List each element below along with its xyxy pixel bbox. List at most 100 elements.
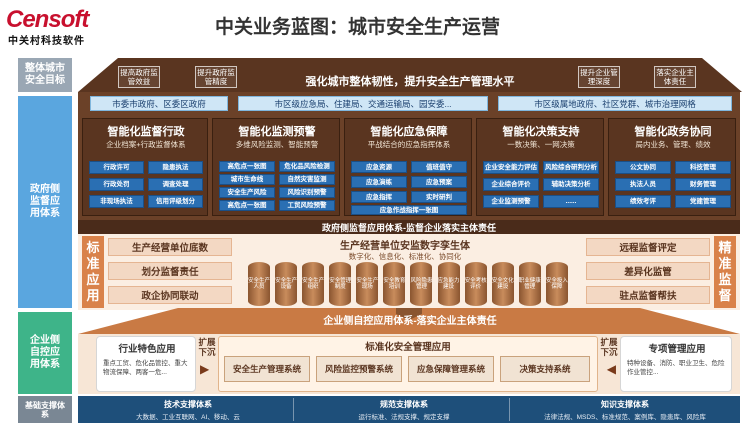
cell-emergency-command[interactable]: 应急指挥	[351, 191, 407, 203]
cell-emergency-drill[interactable]: 应急演练	[351, 176, 407, 188]
cell-natural-disaster[interactable]: 自然灾害监测	[279, 174, 335, 185]
drum: 职业健康管理	[518, 262, 541, 306]
roof-cap-left-1: 提高政府监管效益	[118, 66, 160, 88]
card-title: 智能化决策支持	[502, 126, 580, 138]
gov-box-agencies: 市区级应急局、住建局、交通运输局、园安委...	[238, 96, 488, 111]
cell-duty-watch[interactable]: 值班值守	[411, 161, 467, 173]
cell-tech-management[interactable]: 科技管理	[675, 161, 731, 174]
cell-command-map[interactable]: 应急作战指挥一张图	[351, 205, 467, 215]
cell-decision-analysis[interactable]: 辅助决策分析	[543, 178, 599, 191]
bottom-title: 技术支撑体系	[164, 400, 212, 409]
special-card: 专项管理应用 特种设备、消防、职业卫生、危险作业管控...	[620, 336, 732, 392]
cell-document-collab[interactable]: 公文协同	[615, 161, 671, 174]
label-gov-supervision: 政府侧监督应用体系	[18, 96, 72, 308]
cell-admin-license[interactable]: 行政许可	[89, 161, 144, 174]
drum: 安全投入保障	[545, 262, 568, 306]
drum: 安全教育培训	[383, 262, 405, 306]
cell-emergency-resources[interactable]: 应急资源	[351, 161, 407, 173]
card-subtitle: 企业档案+行政监督体系	[106, 140, 186, 149]
standard-title: 标准化安全管理应用	[365, 342, 451, 353]
pill-gov-enterprise-linkage[interactable]: 政企协同联动	[108, 286, 232, 304]
roof-slogan: 强化城市整体韧性，提升安全生产管理水平	[305, 76, 515, 88]
cell-emergency-plan[interactable]: 应急预案	[411, 176, 467, 188]
cell-industrial-warning[interactable]: 工贸风险预警	[279, 200, 335, 211]
label-text: 整体城市安全目标	[25, 63, 65, 86]
drum: 安全生产现场	[356, 262, 378, 306]
cell-risk-warning[interactable]: 风险识别预警	[279, 187, 335, 198]
std-box-emergency-management[interactable]: 应急保障管理系统	[408, 356, 494, 382]
pill-unit-base[interactable]: 生产经营单位底数	[108, 238, 232, 256]
cell-finance-management[interactable]: 财务管理	[675, 178, 731, 191]
label-city-safety-goal: 整体城市安全目标	[18, 58, 72, 92]
cell-city-lifeline[interactable]: 城市生命线	[219, 174, 275, 185]
cell-hazard-enforcement[interactable]: 隐患执法	[148, 161, 203, 174]
drum: 安全管理制度	[329, 262, 351, 306]
drum: 安全生产人员	[248, 262, 270, 306]
card-subtitle: 一数决策、一网决策	[507, 140, 575, 149]
card-subtitle: 多维风险监测、智能预警	[235, 140, 319, 149]
roof-cap-left-2: 提升政府监管精度	[195, 66, 237, 88]
cell-risk-analysis[interactable]: 风险综合研判分析	[543, 161, 599, 174]
cell-investigation[interactable]: 调查处理	[148, 178, 203, 191]
enterprise-arrow-platform	[78, 308, 740, 334]
gov-box-grassroots: 市区级属地政府、社区党群、城市治理网格	[498, 96, 732, 111]
bottom-items: 大数据、工业互联网、AI、移动、云	[136, 414, 240, 421]
label-enterprise-control: 企业侧自控应用体系	[18, 312, 72, 394]
industry-text: 重点工贸、危化品管控、重大物流保障、两客一危...	[103, 360, 188, 376]
cell-capability-assessment[interactable]: 企业安全能力评估	[483, 161, 539, 174]
bottom-title: 规范支撑体系	[380, 400, 428, 409]
std-box-risk-monitoring[interactable]: 风险监控预警系统	[316, 356, 402, 382]
card-title: 智能化应急保障	[370, 126, 448, 138]
roof-cap-right-2: 落实企业主体责任	[654, 66, 696, 88]
card-subtitle: 局内业务、管理、绩效	[635, 140, 711, 149]
cell-hazard-map[interactable]: 高危点一张图	[219, 161, 275, 172]
gov-supervision-band: 政府侧监督应用体系-监督企业落实主体责任	[78, 220, 740, 234]
label-base-support: 基础支撑体系	[18, 396, 72, 423]
bottom-support-bar	[78, 396, 740, 423]
pill-supervision-duty[interactable]: 划分监督责任	[108, 262, 232, 280]
special-text: 特种设备、消防、职业卫生、危险作业管控...	[627, 360, 725, 376]
cell-enforcement-staff[interactable]: 执法人员	[615, 178, 671, 191]
page-title: 中关业务蓝图：城市安全生产运营	[215, 17, 501, 38]
cell-realtime-analysis[interactable]: 实时研判	[411, 191, 467, 203]
bottom-col-tech: 技术支撑体系 大数据、工业互联网、AI、移动、云	[82, 398, 294, 421]
drum: 应急能力建设	[437, 262, 460, 306]
cell-enterprise-warning[interactable]: 企业监测预警	[483, 195, 539, 208]
bottom-items: 法律法规、MSDS、标准规范、案例库、隐患库、风险库	[544, 414, 706, 421]
logo-subtitle: 中关村科技软件	[8, 36, 85, 47]
card-title: 智能化政务协同	[634, 126, 712, 138]
industry-title: 行业特色应用	[118, 344, 176, 355]
cell-production-risk[interactable]: 安全生产风险	[219, 187, 275, 198]
card-title: 智能化监测预警	[238, 126, 316, 138]
bottom-title: 知识支撑体系	[601, 400, 649, 409]
pill-onsite-assistance[interactable]: 驻点监督帮扶	[586, 286, 710, 304]
expand-left-label: 扩展下沉	[198, 337, 216, 357]
bottom-col-knowledge: 知识支撑体系 法律法规、MSDS、标准规范、案例库、隐患库、风险库	[514, 398, 736, 421]
cell-credit-rating[interactable]: 信用评级划分	[148, 195, 203, 208]
card-gov-collaboration: 智能化政务协同 局内业务、管理、绩效 公文协同 科技管理 执法人员 财务管理 绩…	[608, 118, 736, 216]
cell-enterprise-evaluation[interactable]: 企业综合评价	[483, 178, 539, 191]
cell-party-building[interactable]: 党建管理	[675, 195, 731, 208]
drum: 安全文化建设	[491, 262, 514, 306]
expand-left-arrow: ▶	[200, 362, 210, 376]
label-text: 企业侧自控应用体系	[30, 335, 60, 370]
twin-title: 生产经营单位安监数字孪生体	[340, 240, 470, 252]
pill-remote-evaluation[interactable]: 远程监督评定	[586, 238, 710, 256]
std-box-safety-management[interactable]: 安全生产管理系统	[224, 356, 310, 382]
cell-hazard-map-2[interactable]: 高危点一张图	[219, 200, 275, 211]
cell-more[interactable]: ......	[543, 195, 599, 208]
roof-cap-right-1: 提升企业管理深度	[578, 66, 620, 88]
cell-admin-penalty[interactable]: 行政处罚	[89, 178, 144, 191]
pill-differentiated-supervision[interactable]: 差异化监管	[586, 262, 710, 280]
gov-box-city-committee: 市委市政府、区委区政府	[90, 96, 228, 111]
card-emergency-support: 智能化应急保障 平战结合的应急指挥体系 应急资源 值班值守 应急演练 应急预案 …	[344, 118, 472, 216]
censoft-logo: Censoft 中关村科技软件	[6, 6, 126, 47]
label-text: 政府侧监督应用体系	[30, 184, 60, 219]
drum-row: 安全生产人员 安全生产设备 安全生产组织 安全管理制度 安全生产现场 安全教育培…	[248, 262, 568, 308]
drum: 安全考核评价	[464, 262, 487, 306]
cell-performance-review[interactable]: 绩效考评	[615, 195, 671, 208]
cell-remote-enforcement[interactable]: 非现场执法	[89, 195, 144, 208]
card-subtitle: 平战结合的应急指挥体系	[367, 140, 451, 149]
std-box-decision-support[interactable]: 决策支持系统	[500, 356, 590, 382]
cell-chemical-monitoring[interactable]: 危化品风险检测	[279, 161, 335, 172]
